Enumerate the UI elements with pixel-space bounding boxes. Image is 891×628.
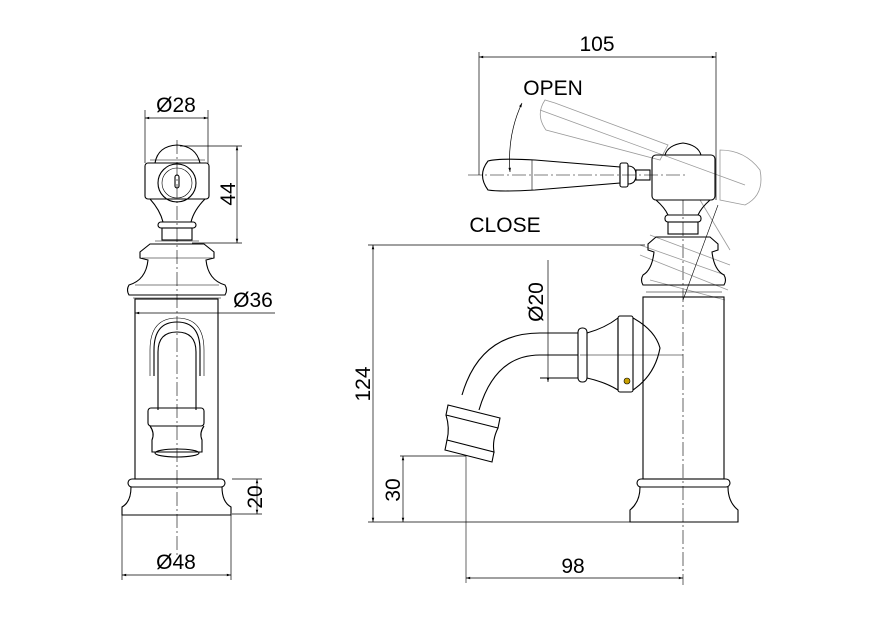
- rotation-arc-icon: [508, 102, 523, 173]
- side-body: [642, 296, 725, 480]
- dim-base-diameter: Ø48: [156, 551, 196, 574]
- dim-base-height: 20: [244, 485, 267, 508]
- open-position-ghost: [539, 99, 762, 301]
- dim-handle-diameter: Ø28: [156, 94, 196, 117]
- dim-overall-depth: 105: [579, 33, 614, 56]
- label-close: CLOSE: [469, 214, 540, 237]
- side-headwork: [640, 142, 727, 293]
- front-base: [121, 478, 232, 516]
- dim-body-diameter: Ø36: [233, 289, 273, 312]
- dim-spout-clearance: 30: [382, 478, 405, 501]
- dim-spout-projection: 98: [561, 555, 584, 578]
- indicator-dot-icon: [623, 377, 631, 385]
- side-spout: [444, 315, 683, 583]
- front-view: Ø28 44 Ø36 20 Ø48: [121, 94, 275, 580]
- side-view: 105 OPEN CLOSE 124 30 98 Ø20: [352, 33, 762, 585]
- front-collar: [126, 243, 228, 299]
- label-open: OPEN: [523, 77, 583, 100]
- dim-overall-height: 124: [352, 366, 375, 401]
- dim-handle-height: 44: [217, 182, 240, 206]
- front-handle: [144, 144, 210, 242]
- front-spout: [147, 317, 205, 458]
- dim-spout-diameter: Ø20: [525, 282, 548, 322]
- indicator-slot-icon: [174, 174, 180, 189]
- side-base: [629, 478, 739, 523]
